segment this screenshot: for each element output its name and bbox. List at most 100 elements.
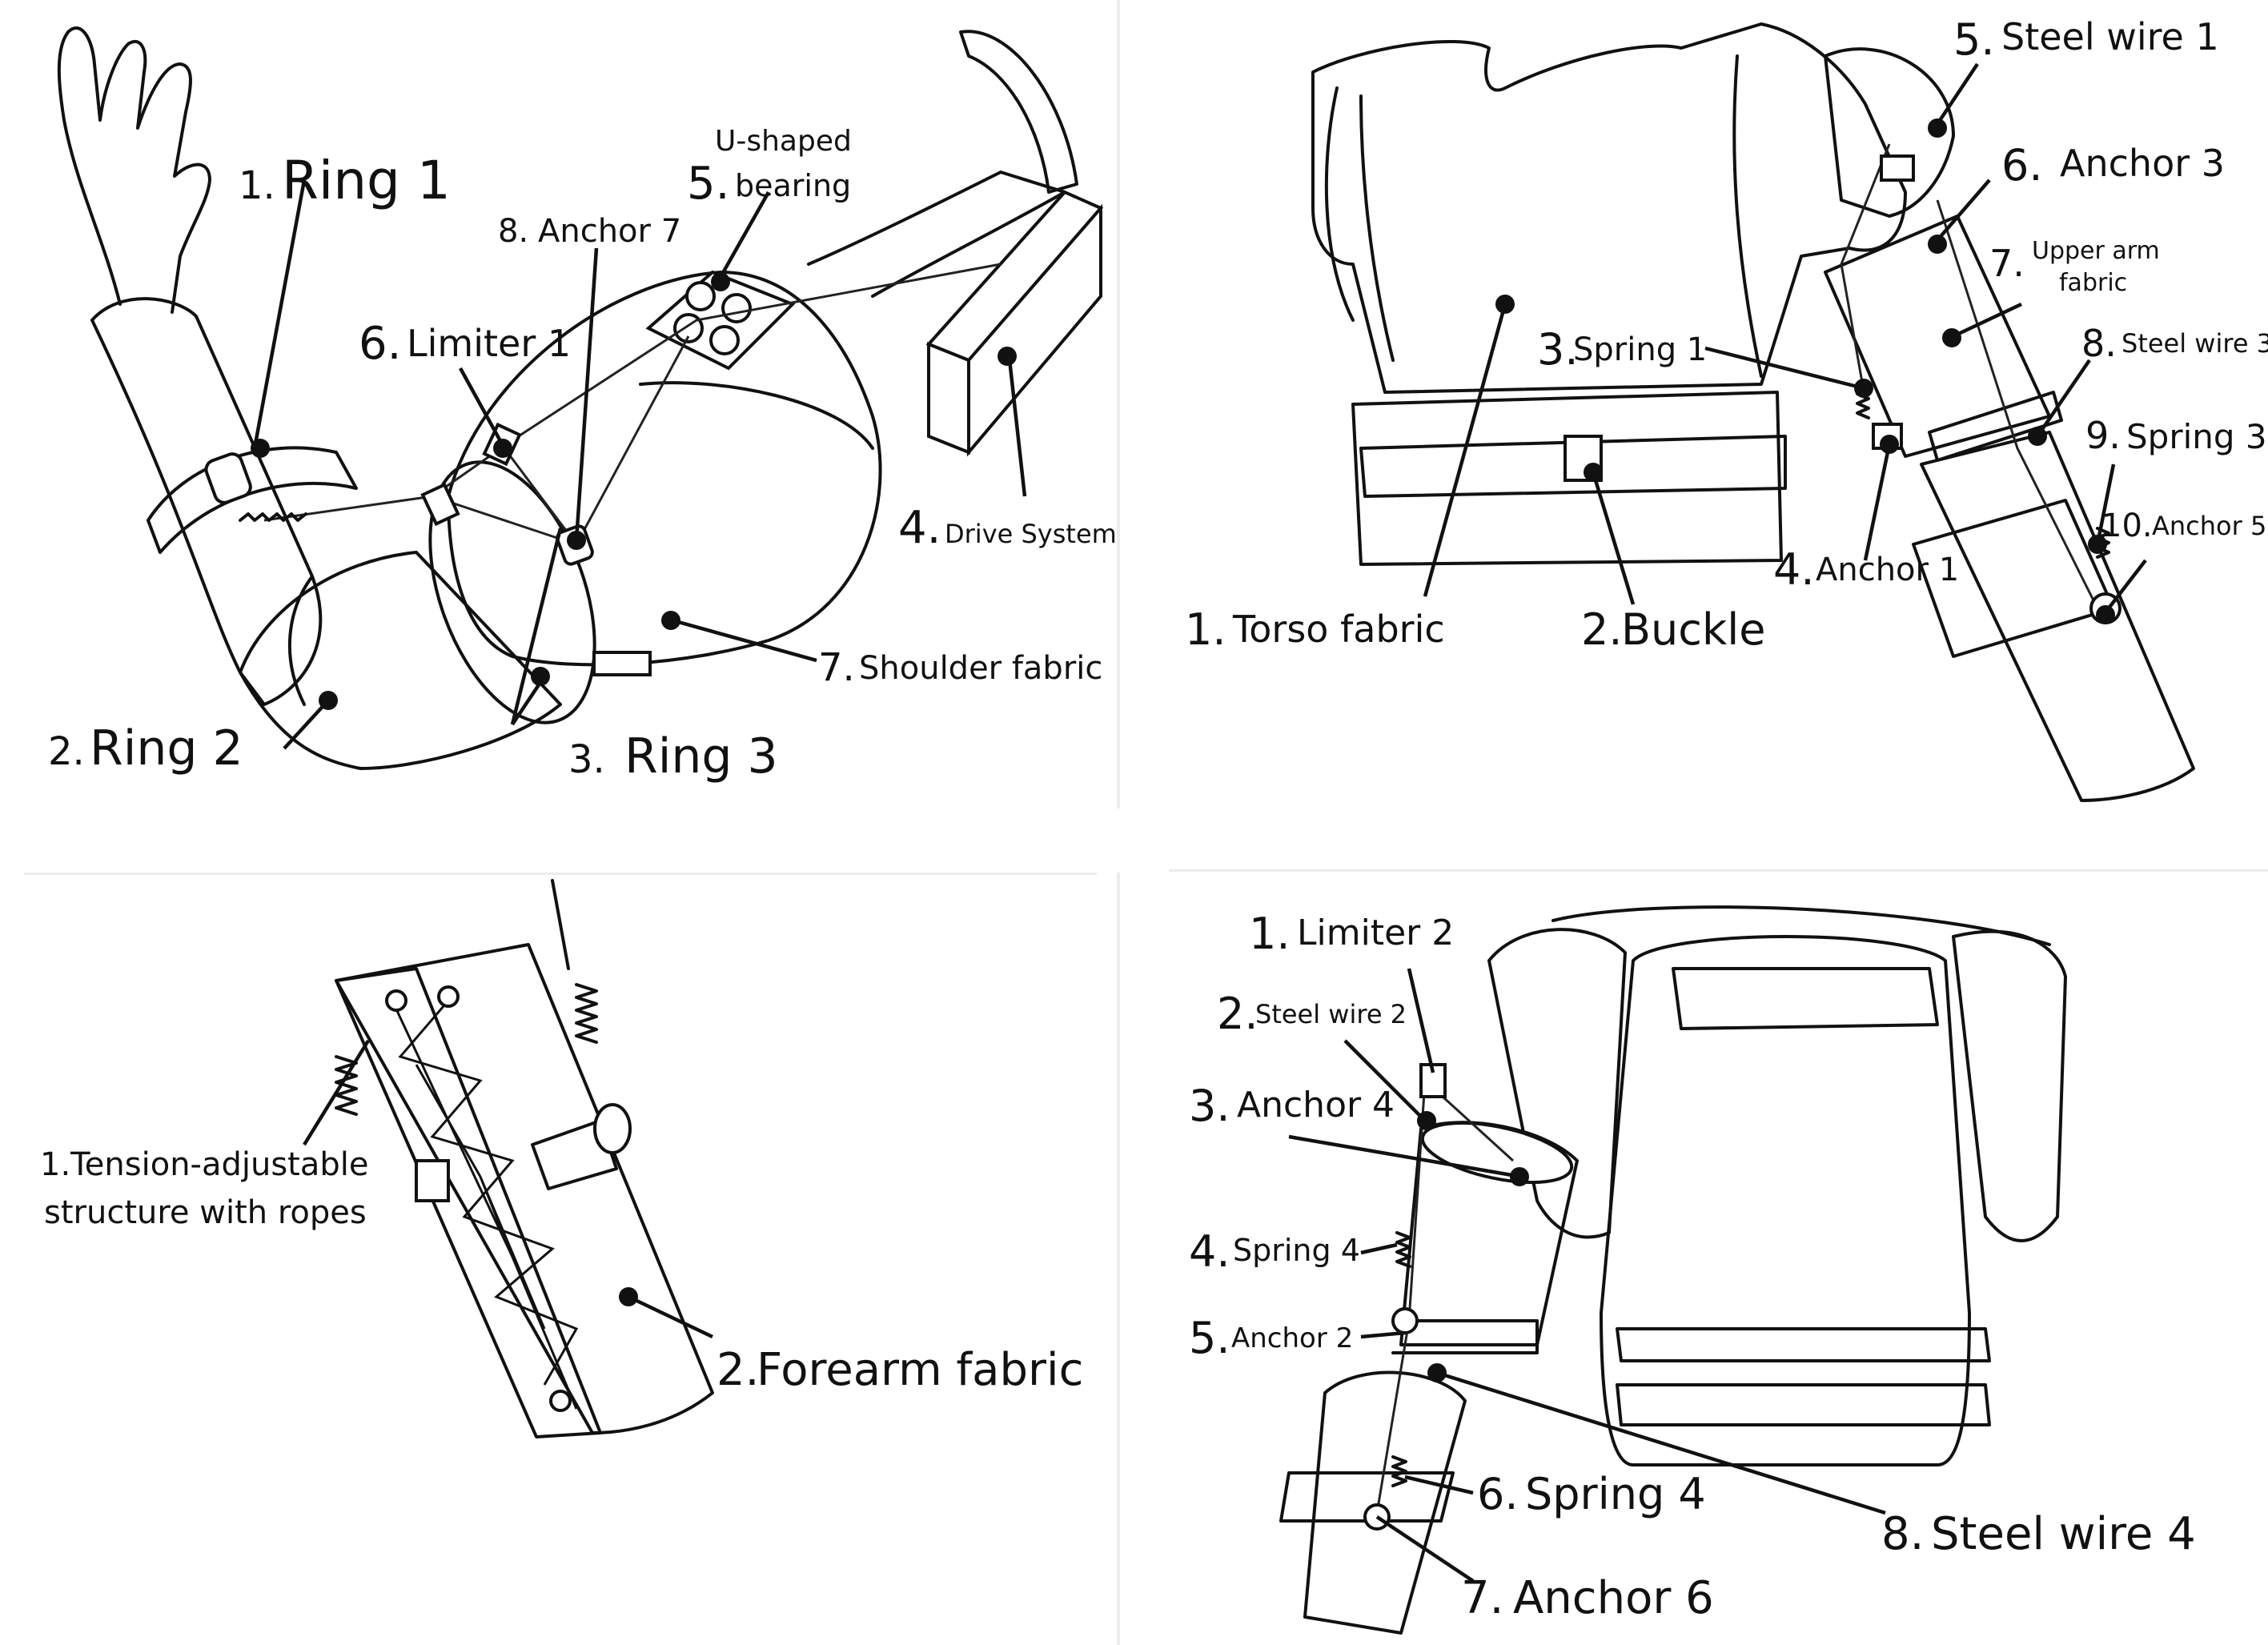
label-shoulder: Shoulder fabric [859,650,1102,687]
leader-dot [1510,1167,1529,1186]
label-upperarm-top: Upper arm [2032,237,2160,265]
leader-dot [1495,295,1515,314]
leader-dot [619,1287,638,1306]
leader-dot [567,531,586,550]
leader-dot [531,667,550,686]
panel-divider-horizontal-left [24,873,1097,875]
leader-dot [2028,427,2047,446]
bearing-roller [709,325,740,355]
tension-spring [335,1055,358,1116]
label-limiter2: Limiter 2 [1297,913,1454,953]
leader-dot [2096,605,2115,624]
leader-spring1 [1704,346,1865,391]
label-anchor7: Anchor 7 [538,213,681,250]
label-spring4b-num: 6. [1477,1469,1519,1519]
label-steel4: Steel wire 4 [1931,1508,2196,1560]
cable-wire [575,335,690,545]
label-drive: Drive System [945,519,1117,549]
shoulder-shell [447,271,882,667]
label-buckle: Buckle [1621,604,1765,655]
leader-dot [1928,235,1947,254]
ring3-ellipse [428,460,596,724]
label-steel4-num: 8. [1881,1508,1924,1560]
label-anchor3-num: 6. [2001,140,2043,191]
leader-dot [1928,118,1947,138]
ring3-clip [592,651,652,676]
label-spring3: Spring 3 [2126,417,2267,456]
forearm-sleeve [90,297,323,706]
label-tension-line2: structure with ropes [44,1194,367,1231]
leader-limiter1 [459,367,506,450]
label-ring1-num: 1. [239,163,275,208]
label-anchor3: Anchor 3 [2060,142,2225,185]
label-ring2: Ring 2 [90,720,243,776]
cable-wire [432,263,1002,498]
belt-strap [1359,435,1787,498]
lace-eyelet [437,985,460,1008]
leader-dot [251,439,270,458]
label-shoulder-num: 7. [818,645,855,690]
right-shoulder-pad [1952,929,2067,1242]
label-anchor1: Anchor 1 [1816,552,1959,588]
cable-wire [263,495,577,546]
label-steel1: Steel wire 1 [2001,15,2219,58]
brace-clip [415,1159,450,1202]
spring3-coil [2096,527,2110,559]
panel-top-left: 1. Ring 1 2. Ring 2 3. Ring 3 4. Drive S… [48,26,1117,784]
label-torso: Torso fabric [1232,608,1445,651]
torso-inner-left [1359,94,1395,362]
steel-wire [1840,143,1891,401]
leader-anchor3 [1936,179,1991,242]
leader-spring4b [1404,1474,1474,1495]
leader-ring2 [283,699,330,750]
leader-ring3-b [510,528,563,725]
label-torso-num: 1. [1185,604,1226,655]
leader-tension [303,1039,370,1146]
label-steel3: Steel wire 3 [2121,328,2268,359]
label-forearm-num: 2. [717,1344,759,1396]
forearm-cuff [1303,1370,1467,1635]
rope-lacing [391,1000,578,1410]
panel-divider-vertical-top [1117,0,1120,808]
label-spring4b: Spring 4 [1525,1469,1706,1519]
ring1-buckle [204,452,252,504]
label-anchor6-num: 7. [1461,1572,1503,1624]
leader-steel1 [1936,62,1979,126]
leader-anchor5 [2104,559,2147,614]
label-steel3-num: 8. [2081,322,2117,365]
label-ring3-num: 3. [568,737,605,782]
label-anchor5: Anchor 5 [2152,511,2266,541]
forearm-tube [1920,431,2195,802]
label-drive-num: 4. [898,502,941,554]
leader-anchor6 [1375,1515,1475,1583]
spring4-coil-lower [1391,1455,1407,1487]
label-anchor4: Anchor 4 [1237,1085,1395,1125]
panel-divider-vertical-bottom [1117,873,1120,1645]
label-anchor1-num: 4. [1773,544,1815,595]
leader-steel4 [1436,1370,1886,1515]
leader-anchor4 [1288,1134,1522,1179]
label-anchor2-num: 5. [1189,1313,1230,1363]
lace-eyelet [549,1390,572,1412]
elbow-ring [1391,1319,1539,1354]
drive-system-side [967,203,1102,457]
label-spring4a: Spring 4 [1233,1233,1360,1268]
bearing-roller [721,293,752,323]
leader-dot [711,272,730,291]
label-steel2: Steel wire 2 [1255,999,1407,1029]
ring1-spring [239,512,307,522]
leader-steel3 [2036,359,2091,438]
label-spring3-num: 9. [2085,414,2121,457]
upper-arm-cylinder [239,551,562,770]
label-anchor4-num: 3. [1189,1081,1230,1131]
spring4-coil [1395,1231,1411,1268]
torso-inner-right [1732,54,1763,378]
leader-dot [493,439,512,458]
leader-ring1 [252,179,307,449]
leader-steel2 [1343,1039,1427,1122]
leader-dot [1854,379,1873,398]
leader-upperarm [1953,302,2022,339]
label-anchor7-num: 8. [498,213,528,250]
top-strap [1551,905,2051,946]
